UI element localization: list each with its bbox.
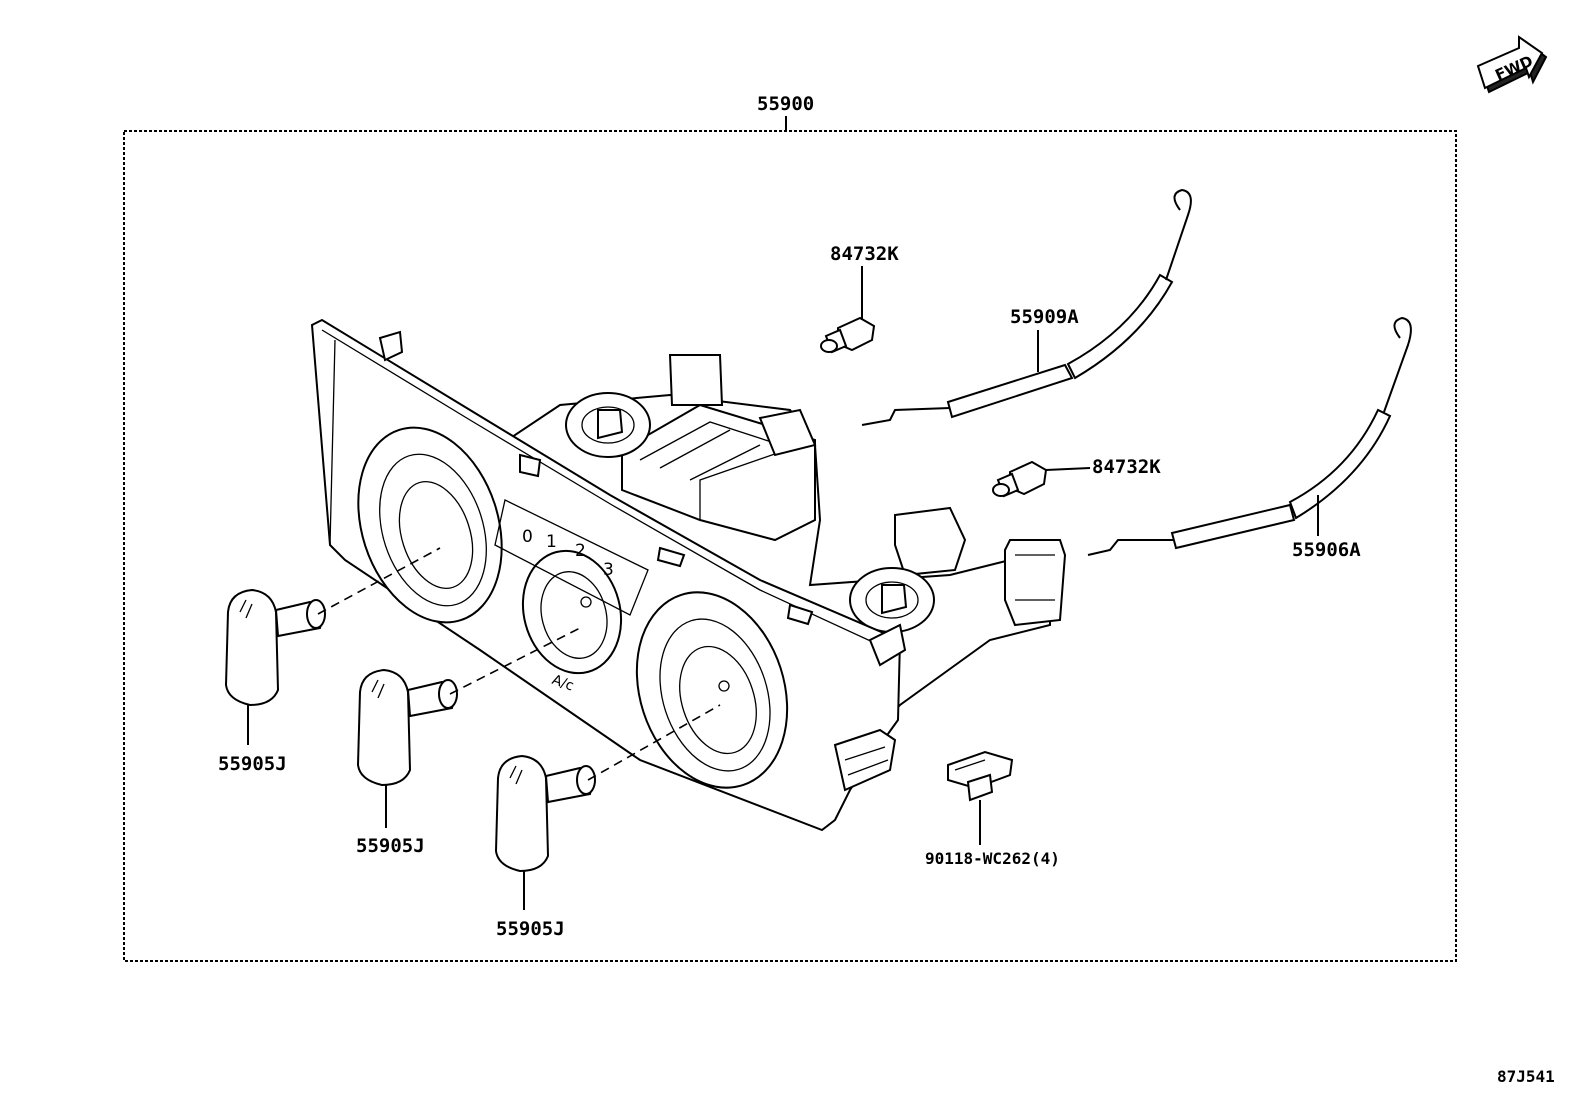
- diagram-code: 87J541: [1497, 1067, 1555, 1086]
- part-number-bulb-lower: 84732K: [1092, 456, 1161, 478]
- clip: [947, 750, 1014, 802]
- part-number-knob-3: 55905J: [496, 918, 565, 940]
- control-panel: 0 1 2 3 A/c: [310, 318, 1067, 832]
- part-number-cable-lower: 55906A: [1292, 539, 1361, 561]
- knob-2: [356, 668, 458, 787]
- fan-speed-0: 0: [522, 527, 533, 547]
- dash-knob-3: [587, 704, 721, 781]
- cable-upper: [861, 188, 1192, 426]
- knob-1: [224, 588, 326, 707]
- dash-knob-1: [317, 547, 441, 615]
- dash-knob-2: [449, 627, 581, 695]
- fwd-arrow-icon: FWD: [1476, 35, 1548, 94]
- ac-button-label: A/c: [550, 672, 576, 695]
- part-number-clip: 90118-WC262(4): [925, 849, 1060, 868]
- assembly-frame: [123, 130, 1457, 962]
- cable-lower: [1087, 316, 1412, 556]
- fan-speed-3: 3: [603, 560, 614, 580]
- bulb-lower: [992, 460, 1048, 498]
- fan-speed-2: 2: [575, 541, 586, 561]
- part-number-bulb-upper: 84732K: [830, 243, 899, 265]
- assembly-number-label: 55900: [757, 93, 814, 115]
- bulb-upper: [820, 316, 876, 354]
- fan-speed-1: 1: [546, 532, 557, 552]
- part-number-knob-1: 55905J: [218, 753, 287, 775]
- leader-bulb-lower: [1045, 467, 1091, 471]
- part-number-knob-2: 55905J: [356, 835, 425, 857]
- knob-3: [494, 754, 596, 873]
- part-number-cable-upper: 55909A: [1010, 306, 1079, 328]
